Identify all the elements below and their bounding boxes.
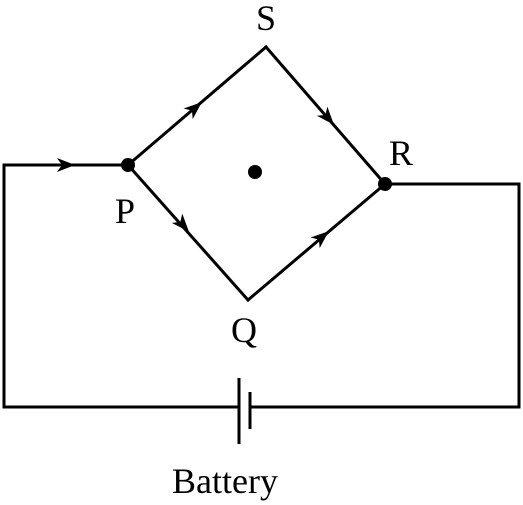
wire-r-to-right [249,182,521,409]
arrow-head-s-r [316,106,334,125]
battery-cell [237,378,252,444]
points [121,158,392,191]
junction-p-dot [121,158,135,172]
node-label-p: P [115,191,135,231]
arrow-head-p-s [183,102,202,120]
node-label-q: Q [231,310,257,350]
node-label-r: R [389,133,413,173]
branch-q-r [245,181,388,303]
node-label-s: S [256,0,276,38]
junction-r-dot [378,177,392,191]
arrow-head-p-q [171,213,189,232]
battery-label: Battery [172,461,278,501]
outer-circuit [2,163,521,409]
center-point-dot [248,165,262,179]
current-arrows [57,102,334,249]
arrow-head-q-r [310,231,329,249]
node-labels: S P R Q [115,0,413,350]
branch-p-q [125,162,251,303]
arrow-head-outer-wire [57,158,75,172]
